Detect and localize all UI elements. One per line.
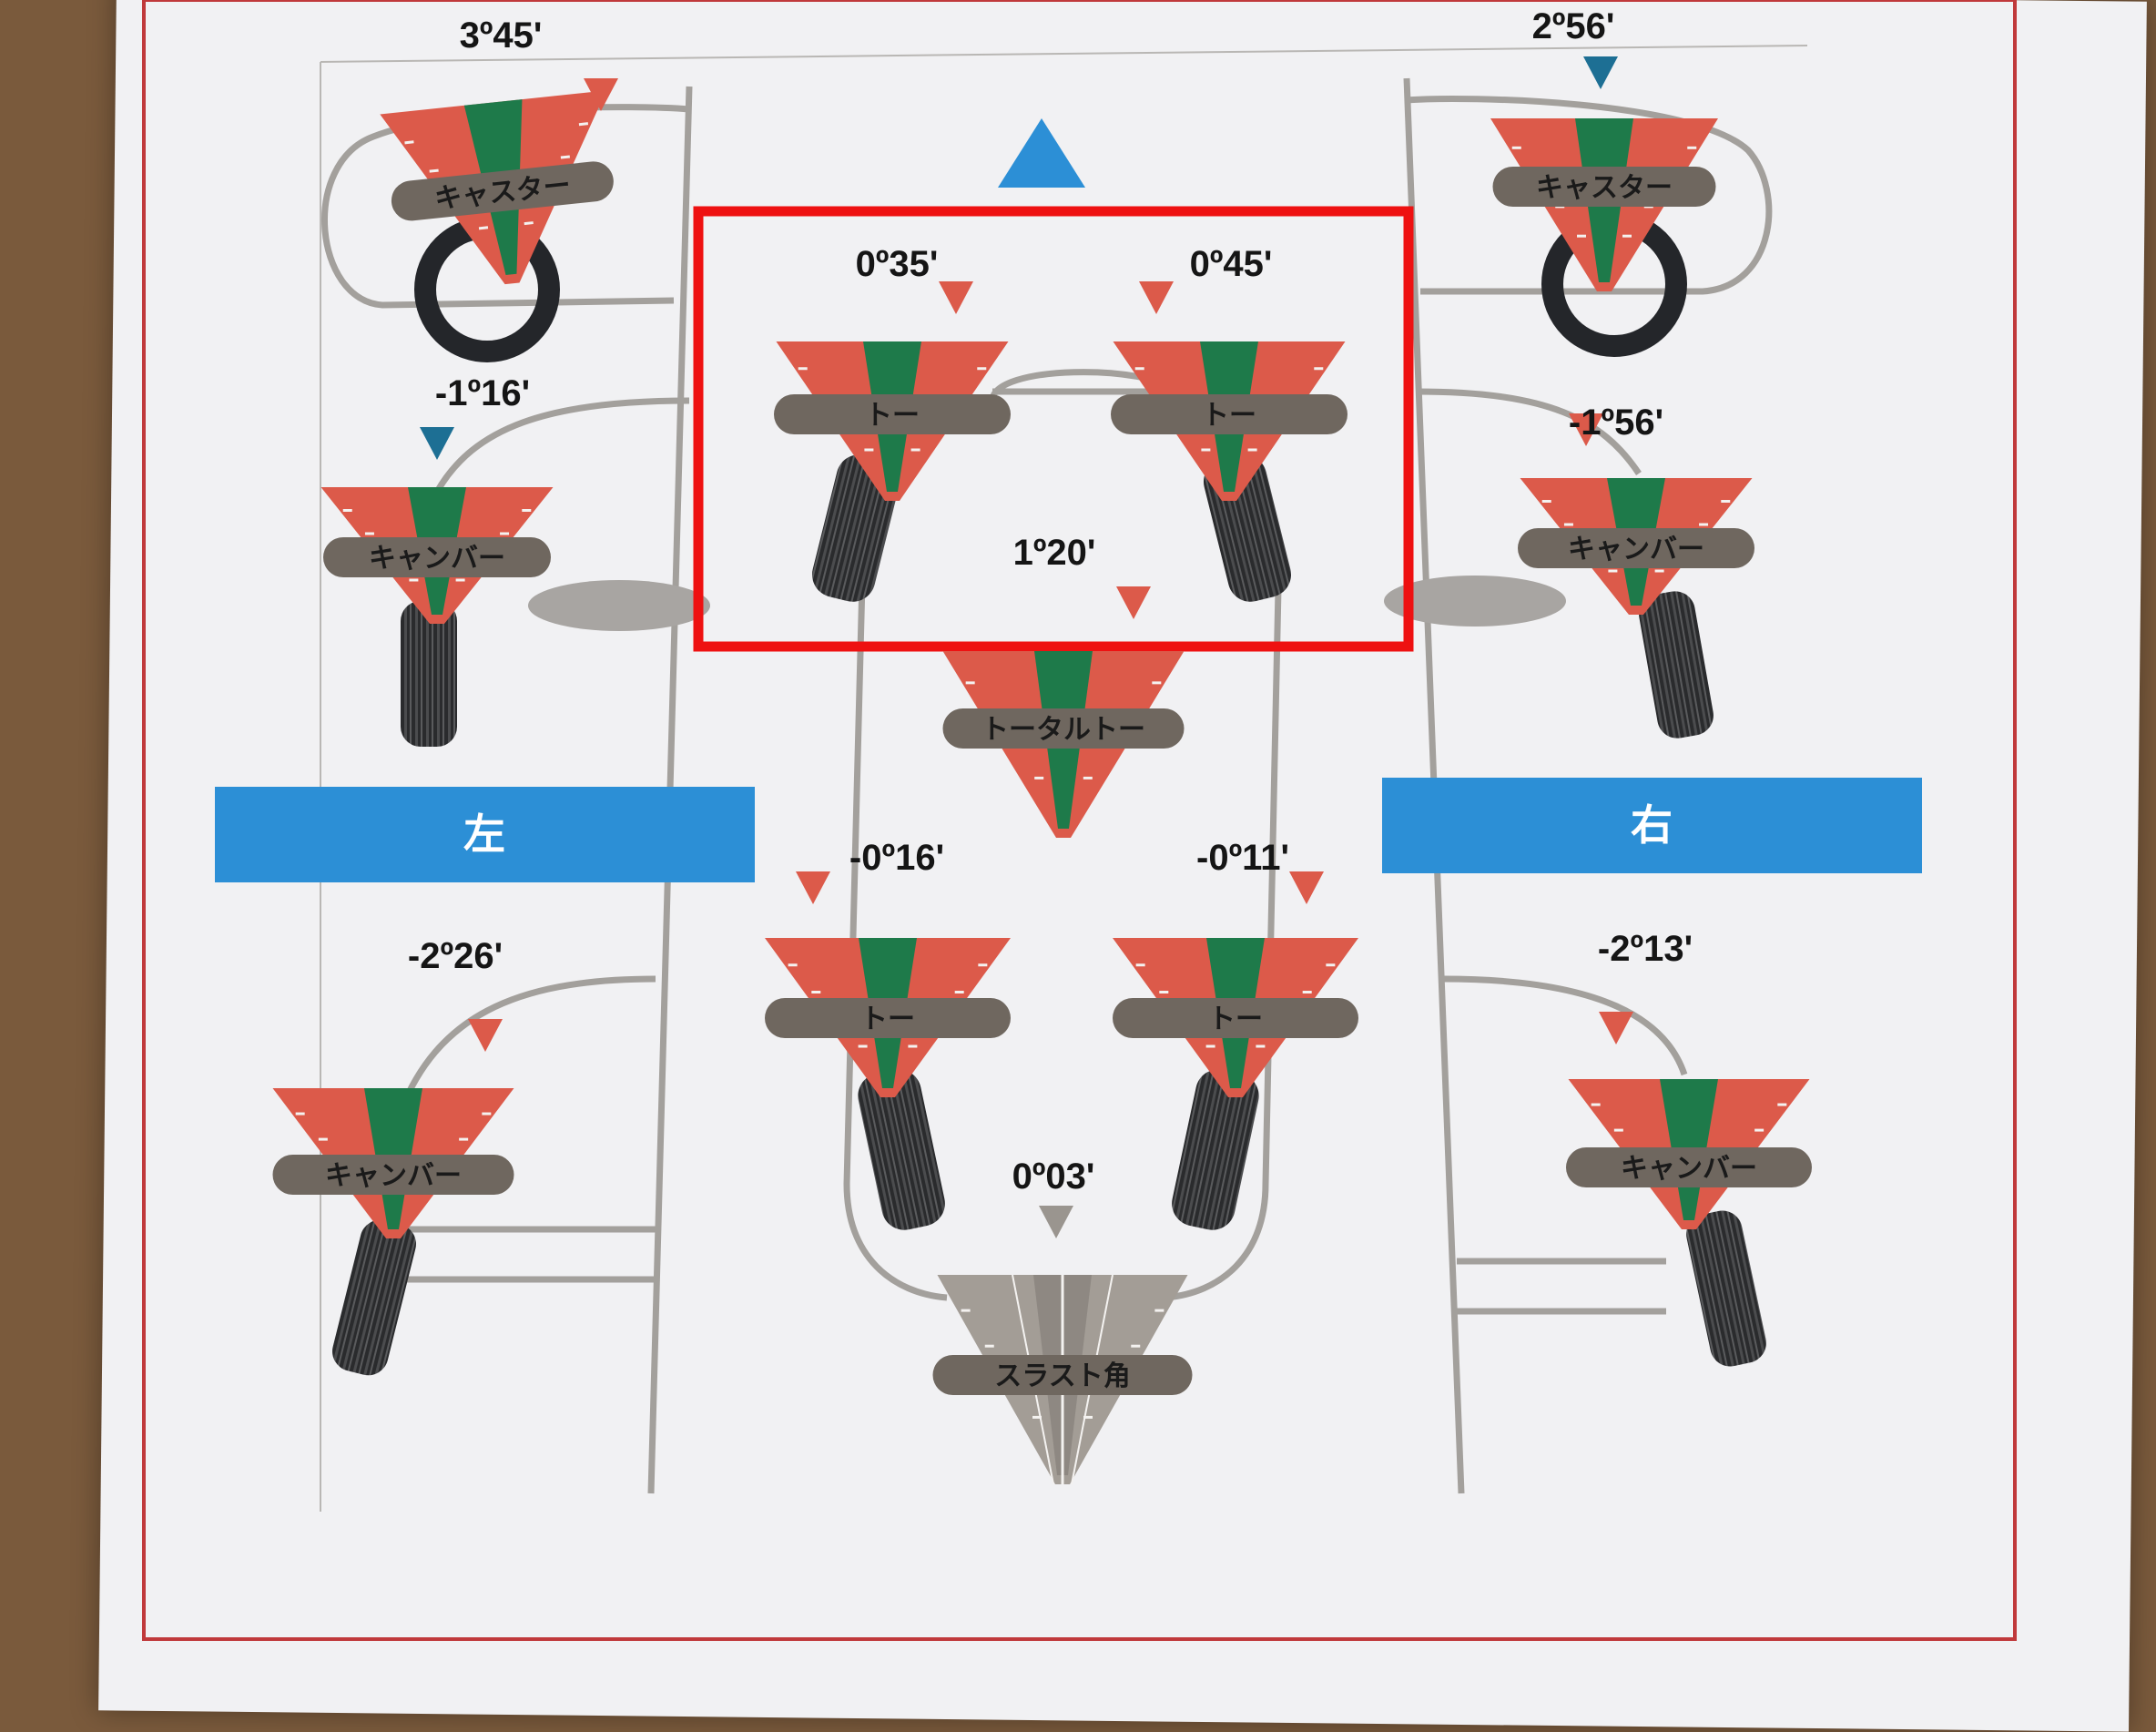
gauge-camber-front-left: キャンバー — [320, 487, 554, 624]
gauge-camber-rear-left: キャンバー — [272, 1088, 514, 1238]
gauge-plate — [774, 394, 1011, 434]
gauge-plate — [1492, 167, 1716, 207]
gauge-value-toe-rear-left: -0º16' — [849, 838, 944, 878]
gauge-value-toe-rear-right: -0º11' — [1196, 838, 1289, 878]
gauge-value-camber-rear-right: -2º13' — [1598, 929, 1693, 969]
gauge-plate — [323, 537, 551, 577]
gauge-toe-rear-right: トー — [1113, 938, 1358, 1097]
gauge-plate-label: キャンバー — [1621, 1153, 1757, 1185]
gauge-plate — [1111, 394, 1348, 434]
gauge-toe-rear-left: トー — [765, 938, 1011, 1097]
tire-camber-front-left — [401, 601, 457, 747]
tire-toe-rear-right — [1172, 1069, 1259, 1230]
gauge-value-camber-rear-left: -2º26' — [408, 936, 503, 976]
gauge-plate — [391, 161, 614, 221]
side-label-right-text: 右 — [1631, 800, 1673, 850]
gauge-total-toe-front: トータルトー — [942, 651, 1185, 838]
gauge-plate — [1566, 1147, 1812, 1187]
indicator-marker-icon — [468, 1019, 503, 1052]
gauge-plate — [272, 1155, 514, 1195]
indicator-marker-icon — [1139, 281, 1174, 314]
floor-shadow-right — [1384, 576, 1566, 627]
gauge-plate-label: トー — [865, 400, 920, 432]
alignment-diagram: 左 右 キャスター 3º45' キャスター 2º56' キャンバー -1º16' キャンバー… — [142, 0, 2017, 1641]
side-label-left: 左 — [215, 787, 755, 882]
gauge-value-total-toe-front: 1º20' — [1013, 533, 1096, 573]
indicator-marker-icon — [1039, 1206, 1073, 1238]
tire-camber-rear-left — [332, 1219, 416, 1376]
gauge-toe-front-right: トー — [1111, 341, 1348, 501]
gauge-toe-front-left: トー — [774, 341, 1011, 501]
gauge-plate — [932, 1355, 1193, 1395]
indicator-marker-icon — [939, 281, 973, 314]
indicator-marker-icon — [584, 78, 618, 111]
side-label-left-text: 左 — [463, 810, 505, 859]
highlight-box-front-toe — [693, 206, 1414, 652]
gauge-plate-label: キャンバー — [1568, 534, 1704, 565]
indicator-marker-icon — [1569, 413, 1603, 446]
gauge-value-camber-front-right: -1º56' — [1569, 402, 1663, 443]
gauge-camber-rear-right: キャンバー — [1566, 1079, 1812, 1229]
gauge-value-caster-left: 3º45' — [460, 15, 543, 56]
tire-camber-rear-right — [1686, 1210, 1766, 1367]
indicator-marker-icon — [1583, 56, 1618, 89]
frame-border — [142, 0, 2017, 1641]
gauge-plate-label: トー — [1208, 1004, 1263, 1035]
gauge-caster-left: キャスター — [380, 90, 614, 285]
gauge-plate — [942, 708, 1185, 749]
blue-triangle-up-icon — [998, 118, 1085, 188]
gauge-plate-label: トー — [860, 1004, 915, 1035]
gauge-caster-right: キャスター — [1490, 118, 1718, 291]
gauge-plate-label: キャンバー — [369, 543, 505, 575]
indicator-marker-icon — [420, 427, 454, 460]
tire-toe-front-left — [811, 454, 900, 602]
gauge-plate-label: キャスター — [1536, 172, 1673, 204]
gauge-value-toe-front-left: 0º35' — [856, 244, 939, 284]
gauge-thrust-angle: スラスト角 — [932, 1274, 1193, 1485]
gauge-value-camber-front-left: -1º16' — [435, 373, 530, 413]
gauge-camber-front-right: キャンバー — [1518, 478, 1754, 615]
side-label-right: 右 — [1382, 778, 1922, 873]
indicator-marker-icon — [1116, 586, 1151, 619]
gauge-plate — [1518, 528, 1754, 568]
gauge-plate-label: スラスト角 — [994, 1360, 1130, 1392]
tire-toe-rear-left — [858, 1069, 945, 1230]
indicator-marker-icon — [1599, 1012, 1633, 1044]
gauge-value-caster-right: 2º56' — [1532, 6, 1615, 46]
gauge-plate — [765, 998, 1011, 1038]
gauge-plate-label: トー — [1202, 400, 1256, 432]
gauge-plate-label: トータルトー — [981, 714, 1145, 746]
tire-camber-front-right — [1639, 591, 1714, 739]
gauge-value-thrust-angle: 0º03' — [1012, 1156, 1095, 1197]
gauges-layer: キャスター 3º45' キャスター 2º56' キャンバー -1º16' キャンバー -1º5… — [272, 6, 1812, 1485]
indicator-marker-icon — [1289, 871, 1324, 904]
gauge-plate-label: キャンバー — [325, 1160, 462, 1192]
floor-shadow-left — [528, 580, 710, 631]
indicator-marker-icon — [796, 871, 830, 904]
gauge-plate — [1113, 998, 1358, 1038]
gauge-value-toe-front-right: 0º45' — [1190, 244, 1273, 284]
